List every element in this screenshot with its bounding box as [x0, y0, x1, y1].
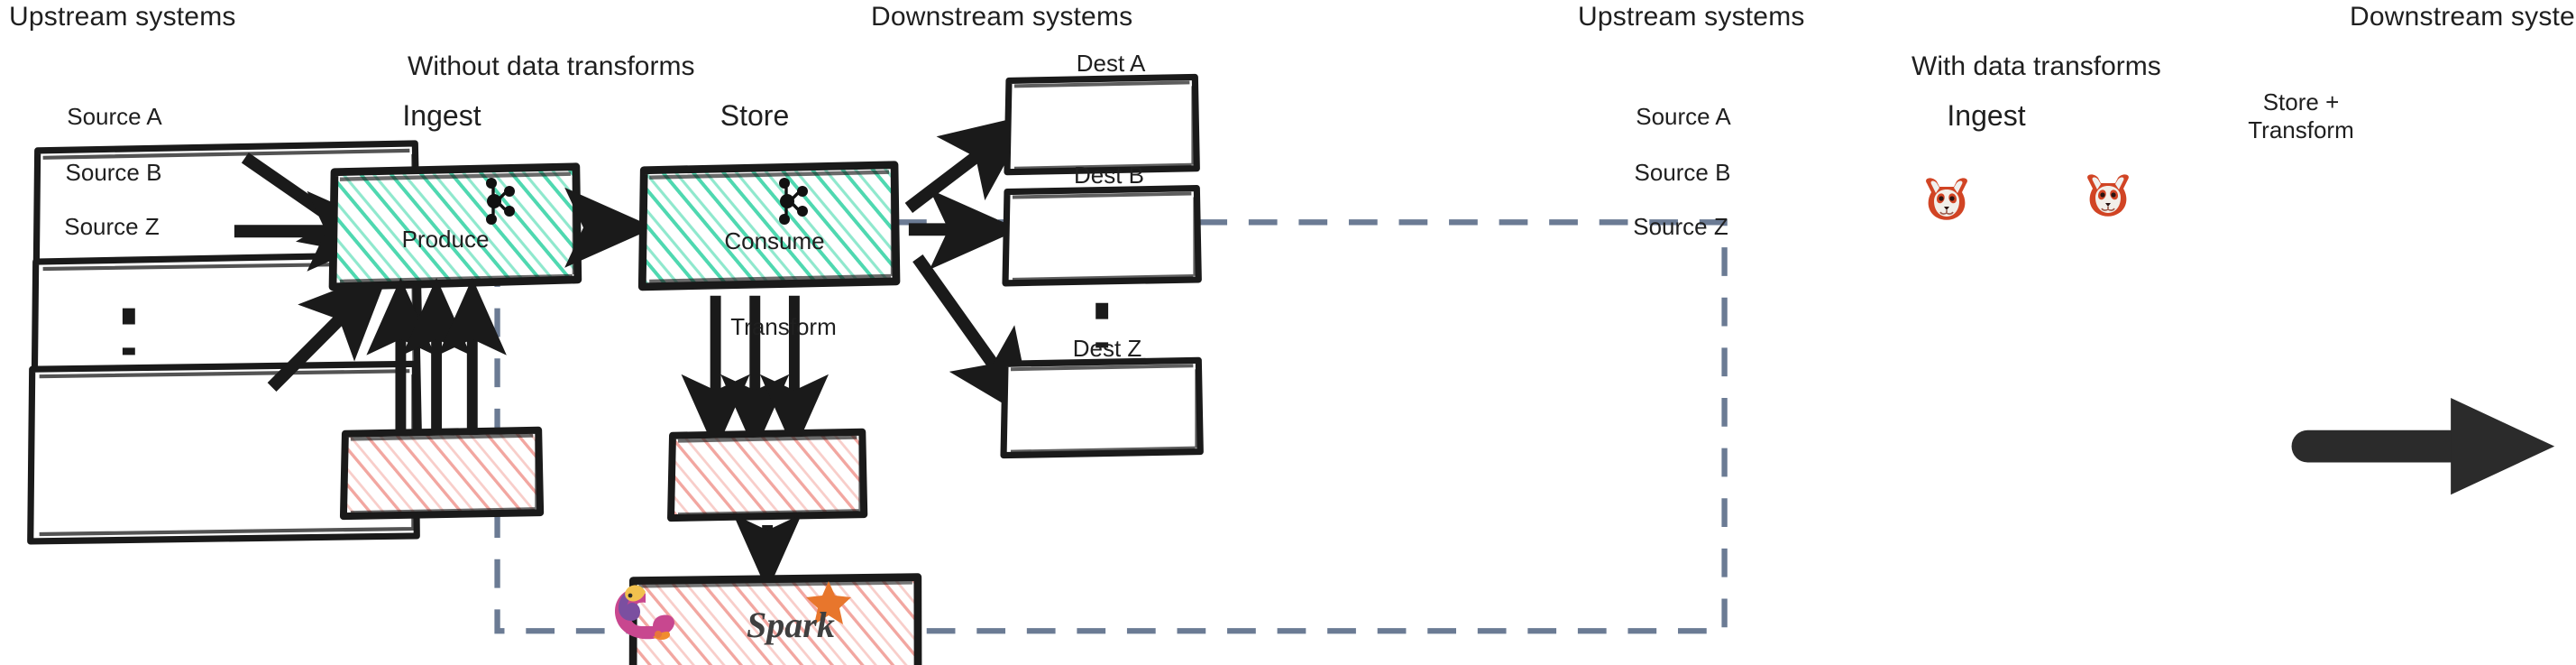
right-ingest-label: Ingest: [1947, 99, 2026, 132]
redpanda-icon: [1921, 176, 1972, 223]
svg-text:Spark: Spark: [747, 605, 835, 645]
right-source-b-label: Source B: [1634, 159, 1731, 186]
right-source-z-label: Source Z: [1633, 213, 1728, 240]
apache-flink-squirrel-icon: [606, 579, 685, 646]
left-dest-a-box: [1004, 73, 1200, 176]
right-downstream-systems-header: Downstream systems: [2350, 2, 2576, 32]
redpanda-icon: [2083, 172, 2133, 219]
left-arrow-store-to-dest-a: [904, 114, 1033, 213]
left-dest-a-label: Dest A: [1076, 50, 1146, 77]
left-produce-label: Produce: [401, 226, 490, 253]
left-panel-title: Without data transforms: [408, 51, 695, 81]
left-upstream-systems-header: Upstream systems: [9, 2, 236, 32]
left-arrow-source-z-to-ingest: [267, 269, 390, 393]
left-transform-label: Transform: [730, 313, 837, 340]
left-dest-b-label: Dest B: [1073, 162, 1145, 189]
apache-spark-icon: Spark: [743, 577, 855, 648]
left-store-label: Store: [720, 99, 790, 132]
apache-kafka-icon: [774, 176, 813, 226]
left-store-box: [637, 161, 901, 291]
left-dest-b-box: [1002, 185, 1202, 287]
left-consume-box: [667, 428, 868, 522]
right-source-a-label: Source A: [1636, 103, 1731, 130]
left-source-a-label: Source A: [67, 103, 162, 130]
left-consume-label: Consume: [724, 227, 825, 254]
center-transition-arrow: [2291, 398, 2555, 495]
right-upstream-systems-header: Upstream systems: [1578, 2, 1805, 32]
left-dest-z-label: Dest Z: [1072, 335, 1142, 362]
left-downstream-systems-header: Downstream systems: [871, 2, 1133, 32]
right-panel-title: With data transforms: [1911, 51, 2161, 81]
apache-kafka-icon: [481, 176, 520, 226]
left-source-b-label: Source B: [65, 159, 162, 186]
right-store-transform-label: Store + Transform: [2248, 88, 2354, 143]
left-produce-box: [339, 426, 545, 521]
left-ingest-label: Ingest: [402, 99, 481, 132]
left-source-z-label: Source Z: [64, 213, 160, 240]
left-dest-z-box: [1000, 356, 1204, 459]
